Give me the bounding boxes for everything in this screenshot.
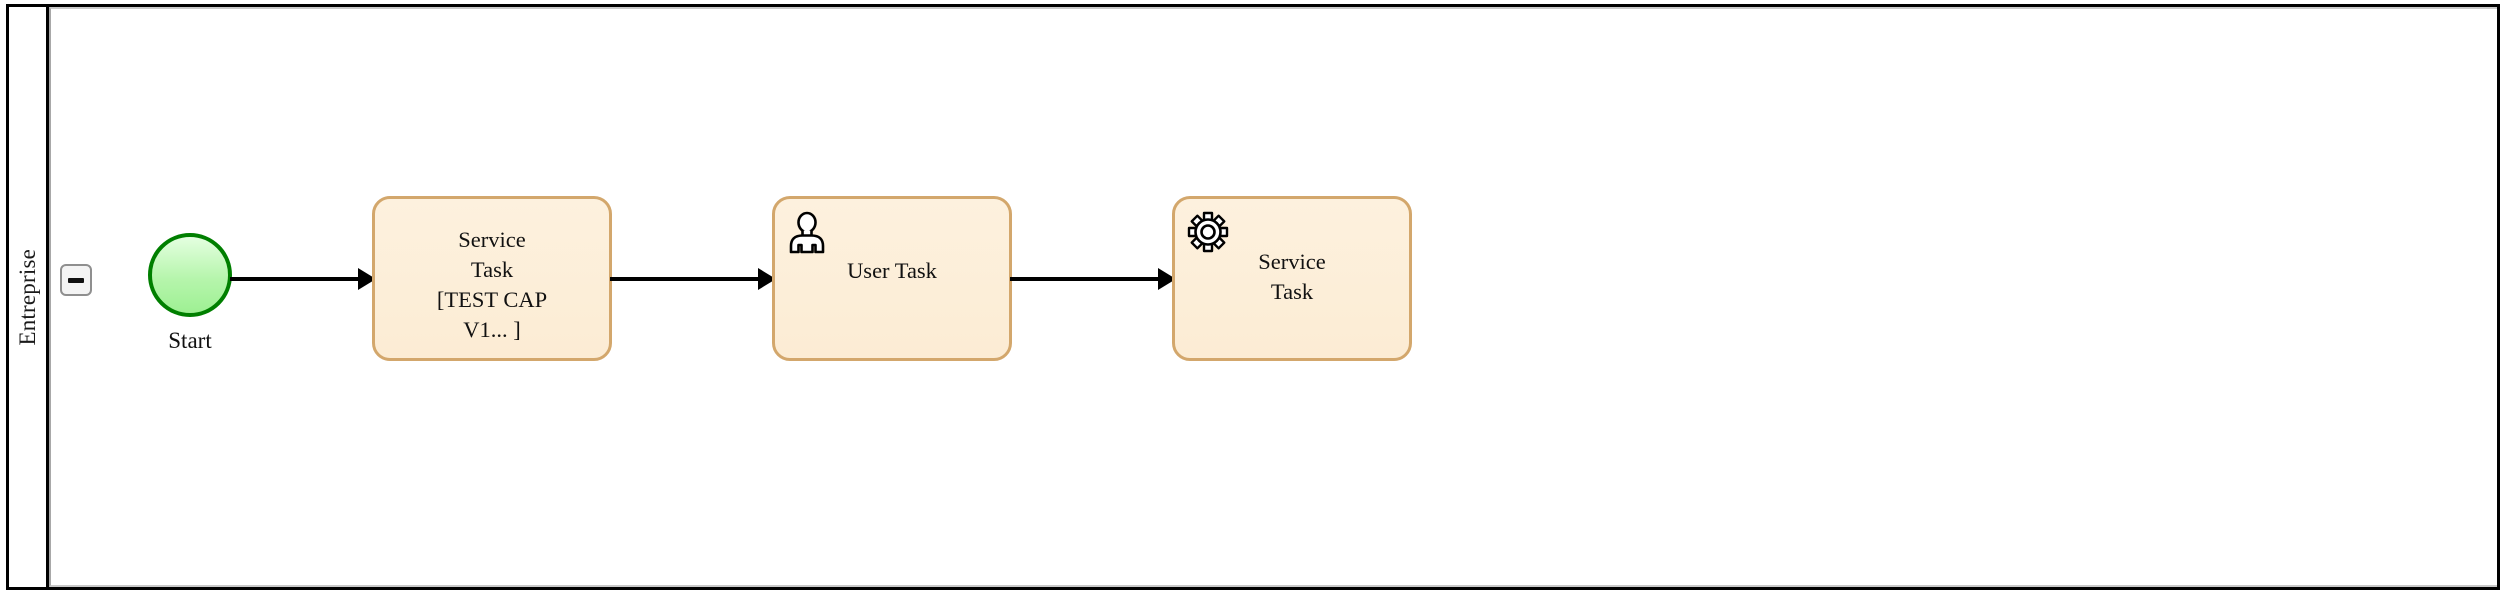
task-user[interactable]: User Task	[772, 196, 1012, 361]
start-event[interactable]	[148, 233, 232, 317]
task-label: Service Task [TEST CAP V1... ]	[436, 227, 548, 342]
lane-title: Entreprise	[14, 248, 40, 346]
minus-icon	[68, 277, 84, 283]
gear-icon	[1187, 211, 1231, 255]
task-service-test-cap[interactable]: Service Task [TEST CAP V1... ]	[372, 196, 612, 361]
user-icon	[787, 211, 831, 255]
lane-header[interactable]: Entreprise	[9, 7, 49, 587]
task-service[interactable]: Service Task	[1172, 196, 1412, 361]
collapse-lane-button[interactable]	[60, 264, 92, 296]
process-pool: Entreprise	[6, 4, 2500, 590]
sequence-flow-start-to-task1[interactable]	[230, 263, 376, 295]
sequence-flow-task1-to-task2[interactable]	[610, 263, 776, 295]
sequence-flow-task2-to-task3[interactable]	[1010, 263, 1176, 295]
start-event-label: Start	[168, 328, 212, 353]
task-label: User Task	[847, 258, 937, 283]
task-label: Service Task	[1258, 249, 1326, 304]
